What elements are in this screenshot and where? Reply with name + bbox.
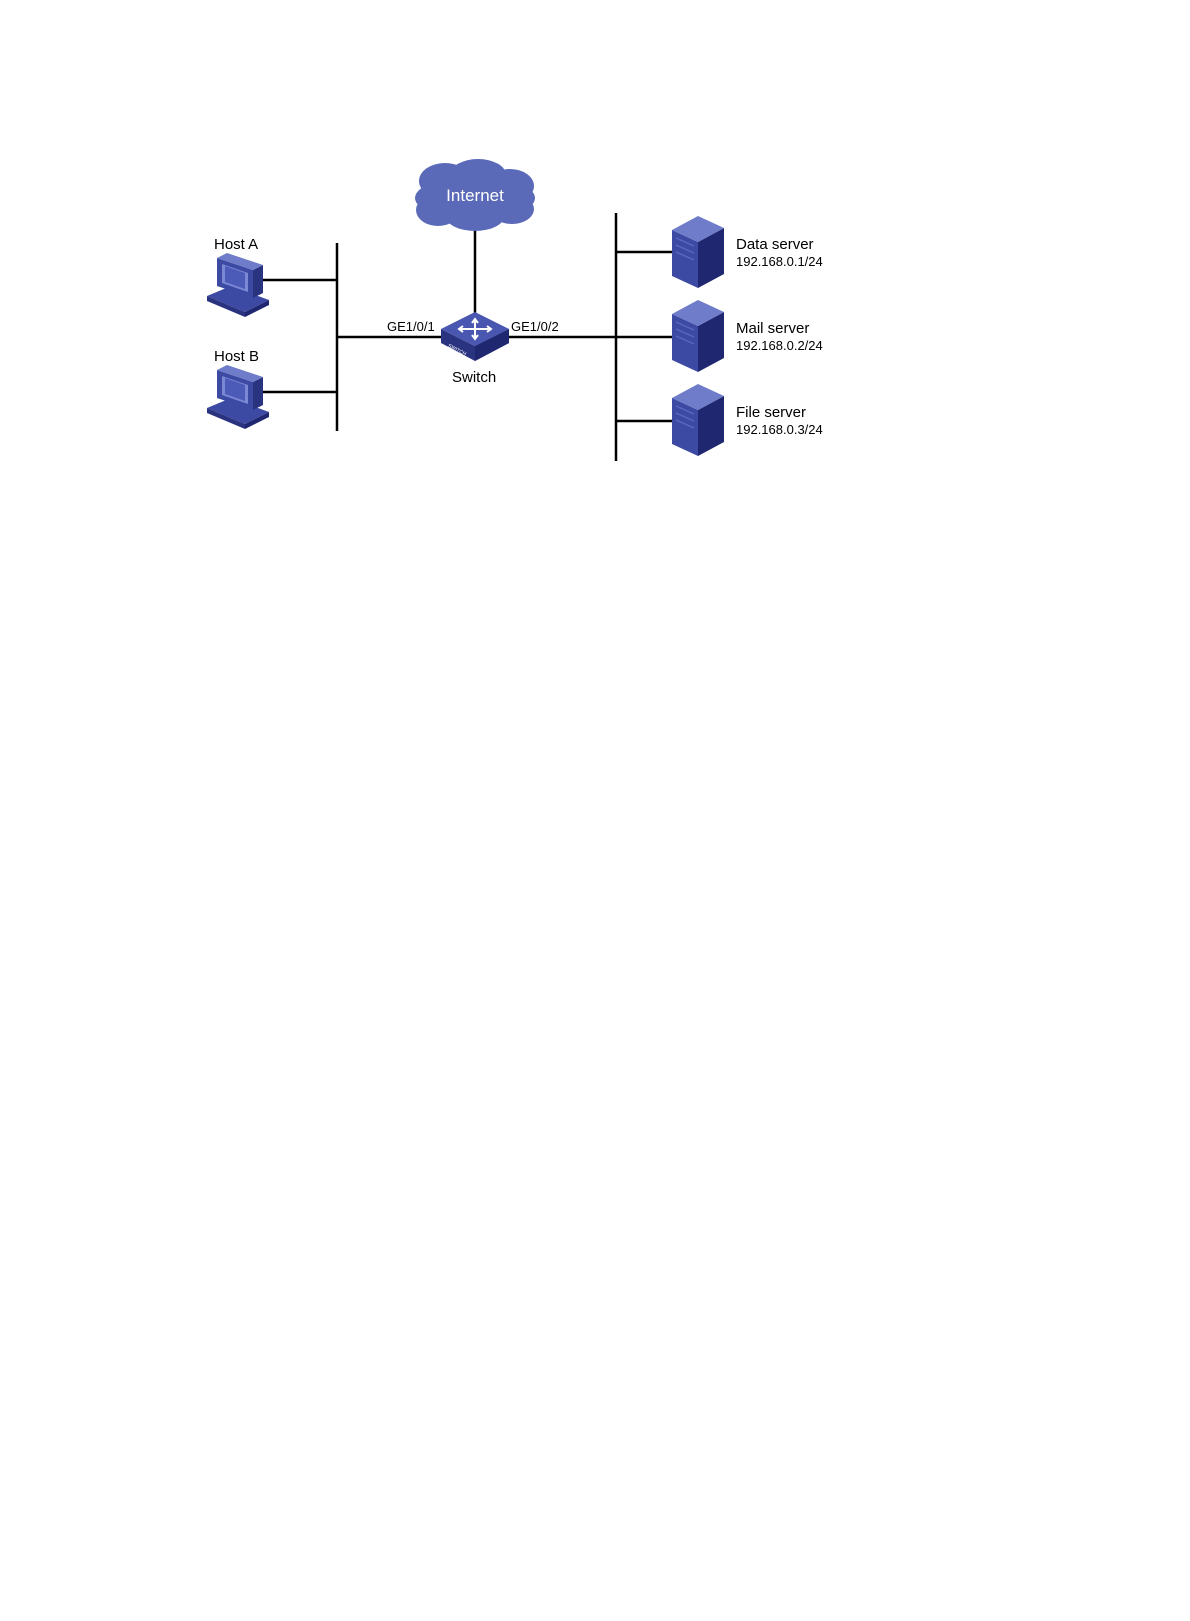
file-server-ip: 192.168.0.3/24 <box>736 423 823 436</box>
host-a-computer-icon <box>207 253 269 317</box>
host-b-label: Host B <box>214 349 259 364</box>
file-server-icon <box>672 384 724 456</box>
port-right-label: GE1/0/2 <box>511 320 559 333</box>
mail-server-label: Mail server <box>736 321 809 336</box>
mail-server-icon <box>672 300 724 372</box>
file-server-label: File server <box>736 405 806 420</box>
mail-server-ip: 192.168.0.2/24 <box>736 339 823 352</box>
switch-icon <box>441 312 509 361</box>
switch-label: Switch <box>452 370 496 385</box>
host-b-computer-icon <box>207 365 269 429</box>
internet-label: Internet <box>410 187 540 204</box>
data-server-icon <box>672 216 724 288</box>
data-server-label: Data server <box>736 237 814 252</box>
data-server-ip: 192.168.0.1/24 <box>736 255 823 268</box>
host-a-label: Host A <box>214 237 258 252</box>
port-left-label: GE1/0/1 <box>387 320 435 333</box>
